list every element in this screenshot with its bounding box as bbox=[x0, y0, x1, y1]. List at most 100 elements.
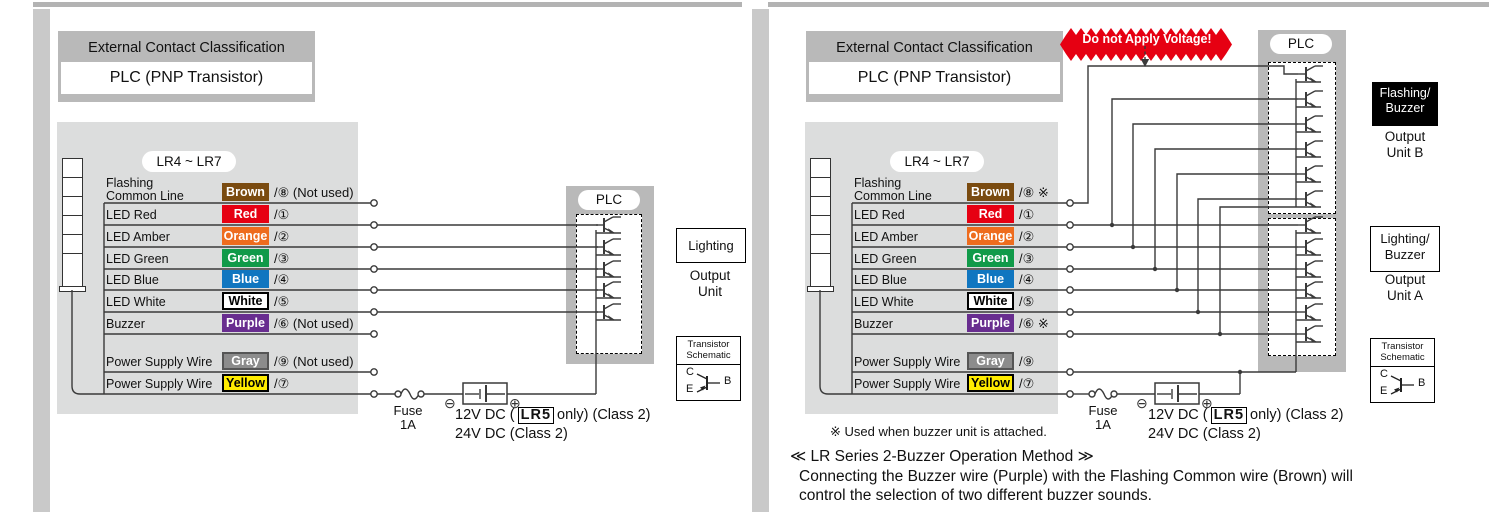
left-gutter-strip bbox=[33, 9, 50, 512]
warning-text: Do not Apply Voltage! bbox=[1082, 32, 1212, 46]
left-lighting-box: Lighting bbox=[676, 228, 746, 263]
wire-label: LED White bbox=[106, 295, 166, 309]
wire-color-swatch: Red bbox=[222, 205, 269, 223]
right-plc-unit-a-dashed bbox=[1268, 218, 1336, 356]
pin-c: C bbox=[686, 366, 694, 378]
pin-e: E bbox=[1380, 385, 1388, 397]
wire-pin-suffix: /⑧ (Not used) bbox=[274, 185, 354, 200]
right-plc-unit-b-dashed bbox=[1268, 62, 1336, 214]
left-model-pill: LR4 ~ LR7 bbox=[142, 151, 236, 172]
wire-pin-suffix: /④ bbox=[1019, 272, 1035, 287]
wire-label: Buzzer bbox=[854, 317, 893, 331]
footer-line-2: control the selection of two different b… bbox=[799, 487, 1152, 504]
left-battery-minus: ⊖ bbox=[444, 395, 456, 411]
pin-e: E bbox=[686, 383, 694, 395]
wire-label: Power Supply Wire bbox=[854, 355, 961, 369]
wire-label: LED Blue bbox=[854, 273, 907, 287]
wire-label: LED Amber bbox=[106, 230, 170, 244]
left-dc24-line: 24V DC (Class 2) bbox=[455, 426, 568, 442]
wire-pin-suffix: /⑦ bbox=[274, 376, 290, 391]
wire-color-swatch: Red bbox=[967, 205, 1014, 223]
lr5-badge: LR5 bbox=[517, 407, 555, 424]
wire-color-swatch: Blue bbox=[222, 270, 269, 288]
right-header-subtitle: PLC (PNP Transistor) bbox=[809, 62, 1060, 94]
wire-color-swatch: Blue bbox=[967, 270, 1014, 288]
right-schem-glyph bbox=[1390, 375, 1414, 395]
wire-color-swatch: White bbox=[967, 292, 1014, 310]
wire-pin-suffix: /④ bbox=[274, 272, 290, 287]
warning-burst bbox=[1060, 28, 1232, 61]
wire-pin-suffix: /③ bbox=[274, 251, 290, 266]
wire-label: LED Blue bbox=[106, 273, 159, 287]
wire-label: LED Green bbox=[854, 252, 917, 266]
wire-color-swatch: Green bbox=[222, 249, 269, 267]
left-signal-tower bbox=[62, 158, 83, 287]
wire-color-swatch: Gray bbox=[222, 352, 269, 370]
pin-b: B bbox=[1418, 377, 1426, 389]
right-dc24-line: 24V DC (Class 2) bbox=[1148, 426, 1261, 442]
wire-color-swatch: Orange bbox=[967, 227, 1014, 245]
left-header-subtitle: PLC (PNP Transistor) bbox=[61, 62, 312, 94]
wire-color-swatch: Yellow bbox=[222, 374, 269, 392]
buzzer-note: ※ Used when buzzer unit is attached. bbox=[830, 424, 1047, 439]
right-battery-plus: ⊕ bbox=[1201, 395, 1213, 411]
left-schem-glyph bbox=[696, 373, 720, 393]
right-header-title: External Contact Classification bbox=[836, 40, 1033, 56]
wire-pin-suffix: /⑨ (Not used) bbox=[274, 354, 354, 369]
wire-color-swatch: Purple bbox=[967, 314, 1014, 332]
wire-label: LED Red bbox=[854, 208, 905, 222]
left-output-caption: Output Unit bbox=[689, 268, 731, 299]
top-rule-right bbox=[768, 2, 1489, 7]
wire-pin-suffix: /① bbox=[274, 207, 290, 222]
wire-label: Power Supply Wire bbox=[106, 355, 213, 369]
wire-color-swatch: Yellow bbox=[967, 374, 1014, 392]
right-plc-pill: PLC bbox=[1270, 34, 1332, 54]
output-unit-a-caption: Output Unit A bbox=[1384, 272, 1426, 303]
wire-color-swatch: Purple bbox=[222, 314, 269, 332]
wire-color-swatch: Green bbox=[967, 249, 1014, 267]
pin-b: B bbox=[724, 375, 732, 387]
wire-label: Power Supply Wire bbox=[854, 377, 961, 391]
pin-c: C bbox=[1380, 368, 1388, 380]
wire-label: Power Supply Wire bbox=[106, 377, 213, 391]
right-model-pill: LR4 ~ LR7 bbox=[890, 151, 984, 172]
wire-label: LED Green bbox=[106, 252, 169, 266]
left-plc-pill: PLC bbox=[578, 190, 640, 210]
wire-pin-suffix: /⑦ bbox=[1019, 376, 1035, 391]
wire-pin-suffix: /⑧ ※ bbox=[1019, 185, 1049, 200]
wire-pin-suffix: /② bbox=[274, 229, 290, 244]
wire-label: LED Red bbox=[106, 208, 157, 222]
wire-pin-suffix: /⑨ bbox=[1019, 354, 1035, 369]
left-header-title: External Contact Classification bbox=[88, 40, 285, 56]
right-header: External Contact Classification PLC (PNP… bbox=[806, 31, 1063, 102]
wire-color-swatch: Brown bbox=[967, 183, 1014, 201]
output-unit-b-caption: Output Unit B bbox=[1384, 129, 1426, 160]
wire-pin-suffix: /⑥ ※ bbox=[1019, 316, 1049, 331]
lr5-badge: LR5 bbox=[1210, 407, 1248, 424]
wire-color-swatch: Orange bbox=[222, 227, 269, 245]
wire-pin-suffix: /① bbox=[1019, 207, 1035, 222]
center-divider-strip bbox=[752, 9, 769, 512]
right-fuse-label: Fuse 1A bbox=[1088, 403, 1118, 432]
top-rule-left bbox=[33, 2, 742, 7]
left-battery-plus: ⊕ bbox=[509, 395, 521, 411]
wire-color-swatch: Brown bbox=[222, 183, 269, 201]
wire-pin-suffix: /⑤ bbox=[274, 294, 290, 309]
wire-pin-suffix: /③ bbox=[1019, 251, 1035, 266]
wire-label: Buzzer bbox=[106, 317, 145, 331]
footer-heading: ≪ LR Series 2-Buzzer Operation Method ≫ bbox=[790, 448, 1094, 465]
left-header: External Contact Classification PLC (PNP… bbox=[58, 31, 315, 102]
wire-color-swatch: Gray bbox=[967, 352, 1014, 370]
wire-pin-suffix: /⑤ bbox=[1019, 294, 1035, 309]
right-battery-minus: ⊖ bbox=[1136, 395, 1148, 411]
footer-line-1: Connecting the Buzzer wire (Purple) with… bbox=[799, 468, 1353, 485]
wire-pin-suffix: /② bbox=[1019, 229, 1035, 244]
